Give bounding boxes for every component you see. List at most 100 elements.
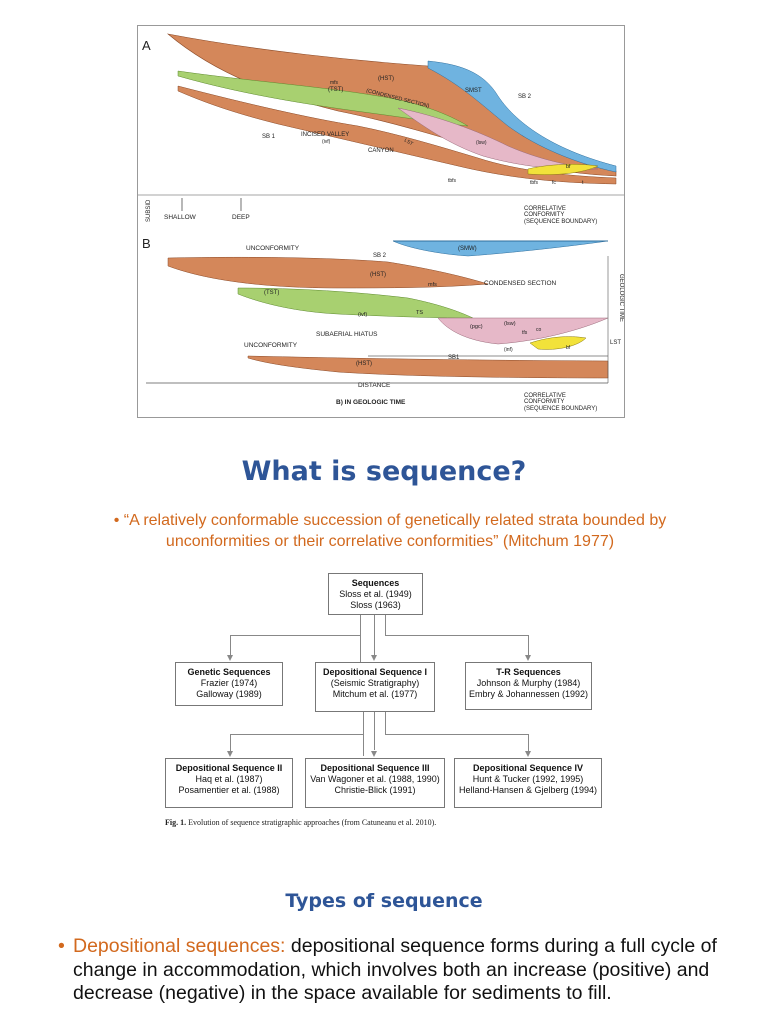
label-tst-a: (TST)	[328, 87, 343, 93]
connector	[230, 734, 231, 751]
connector	[374, 615, 375, 657]
section-subtitle: Types of sequence	[285, 890, 483, 912]
label-bf-b: bf	[566, 345, 571, 351]
arrow-down-icon	[525, 655, 531, 661]
label-unconformity-2: UNCONFORMITY	[244, 342, 298, 349]
flow-box-genetic-sequences: Genetic Sequences Frazier (1974) Gallowa…	[175, 662, 283, 706]
connector	[230, 635, 361, 636]
connector	[385, 635, 528, 636]
flow-box-title: T-R Sequences	[496, 667, 561, 677]
definition-quote: • “A relatively conformable succession o…	[70, 510, 710, 552]
label-tst-b: (TST)	[264, 290, 279, 296]
flow-box-line: Sloss et al. (1949)	[339, 589, 412, 599]
flow-box-title: Depositional Sequence I	[322, 667, 428, 677]
flow-box-line: Van Wagoner et al. (1988, 1990)	[310, 774, 440, 784]
label-bf-a: bf	[566, 164, 571, 170]
sequence-flowchart: Sequences Sloss et al. (1949) Sloss (196…	[160, 568, 610, 838]
label-shallow: SHALLOW	[164, 214, 197, 221]
label-mfs-a: mfs	[330, 80, 339, 86]
bullet-lead: Depositional sequences:	[73, 935, 286, 957]
corr-top-line-3: (SEQUENCE BOUNDARY)	[524, 219, 597, 225]
hst-strata-b	[167, 256, 489, 289]
label-t-a: t	[582, 180, 584, 186]
connector	[528, 734, 529, 751]
flow-box-line: Hunt & Tucker (1992, 1995)	[472, 774, 584, 784]
label-pgc-b: (pgc)	[470, 324, 483, 330]
label-lsw-b: (lsw)	[504, 321, 516, 327]
flow-box-title: Genetic Sequences	[187, 667, 271, 677]
caption-label: Fig. 1.	[165, 818, 187, 827]
bullet-body: Depositional sequences: depositional seq…	[73, 935, 718, 1006]
flow-box-line: Christie-Blick (1991)	[334, 785, 416, 795]
flow-box-title: Depositional Sequence II	[175, 763, 283, 773]
smw-strata-b	[392, 240, 609, 257]
lsw-strata-a	[397, 107, 599, 170]
lower-hst-strata-b	[247, 355, 609, 379]
label-hst-a: (HST)	[378, 76, 394, 82]
caption-text: Evolution of sequence stratigraphic appr…	[188, 818, 437, 827]
connector	[385, 734, 528, 735]
corr-bottom-line-2: CONFORMITY	[524, 399, 564, 405]
flow-box-line: Haq et al. (1987)	[195, 774, 263, 784]
label-ts-b: TS	[416, 310, 423, 316]
arrow-down-icon	[371, 751, 377, 757]
label-inf-b: (inf)	[504, 347, 513, 353]
basin-floor-fan-b	[529, 336, 587, 350]
corr-bottom-line-1: CORRELATIVE	[524, 393, 566, 399]
label-mfs-b: mfs	[428, 282, 437, 288]
label-lst-a: LST	[403, 138, 414, 148]
panel-a-label: A	[142, 38, 151, 53]
label-geologic-time: GEOLOGIC TIME	[618, 274, 624, 322]
flow-box-depositional-sequence-3: Depositional Sequence III Van Wagoner et…	[305, 758, 445, 808]
label-tbfs-left: tbfs	[448, 178, 457, 184]
panel-b-label: B	[142, 236, 151, 251]
arrow-down-icon	[525, 751, 531, 757]
quote-bullet: •	[113, 512, 120, 529]
label-distance: DISTANCE	[358, 382, 391, 389]
label-condensed-b: CONDENSED SECTION	[484, 280, 557, 287]
flowchart-caption: Fig. 1. Evolution of sequence stratigrap…	[165, 818, 436, 827]
quote-text: “A relatively conformable succession of …	[123, 512, 667, 550]
connector	[230, 734, 364, 735]
flow-box-depositional-sequence-2: Depositional Sequence II Haq et al. (198…	[165, 758, 293, 808]
bullet-depositional-sequences: • Depositional sequences: depositional s…	[58, 935, 718, 1006]
connector	[374, 712, 375, 750]
label-incised-valley: INCISED VALLEY	[301, 132, 349, 138]
connector	[528, 635, 529, 655]
label-sb2-a: SB 2	[518, 94, 532, 100]
basin-floor-fan-a	[527, 164, 599, 175]
label-lsw-a: (lsw)	[476, 140, 487, 146]
flow-box-line: Galloway (1989)	[196, 689, 262, 699]
connector	[230, 635, 231, 655]
flow-box-line: Helland-Hansen & Gjelberg (1994)	[458, 785, 598, 795]
label-smw-b: (SMW)	[458, 246, 477, 252]
label-smst-a: SMST	[465, 88, 482, 94]
flow-box-line: Frazier (1974)	[200, 678, 258, 688]
flow-box-title: Depositional Sequence III	[320, 763, 430, 773]
bullet-dot: •	[58, 935, 65, 957]
label-subsid: SUBSID	[146, 199, 152, 222]
sequence-stratigraphy-figure: A (HST) (TST) mfs (CONDENSED SECTION) SM…	[137, 25, 625, 418]
flow-box-sequences: Sequences Sloss et al. (1949) Sloss (196…	[328, 573, 423, 615]
label-ivf-a: (ivf)	[322, 139, 331, 145]
label-canyon: CANYON	[368, 148, 394, 154]
label-tfs-b: tfs	[522, 330, 528, 336]
connector	[385, 712, 386, 734]
label-subaerial-hiatus: SUBAERIAL HIATUS	[316, 331, 378, 338]
flow-box-line: Johnson & Murphy (1984)	[476, 678, 581, 688]
flow-box-depositional-sequence-1: Depositional Sequence I (Seismic Stratig…	[315, 662, 435, 712]
smst-strata-a	[427, 60, 617, 173]
label-unconformity-1: UNCONFORMITY	[246, 245, 300, 252]
flow-box-title: Sequences	[351, 578, 400, 588]
flow-box-line: Embry & Johannessen (1992)	[468, 689, 589, 699]
stratigraphy-diagram: A (HST) (TST) mfs (CONDENSED SECTION) SM…	[138, 33, 624, 412]
label-ivf-b: (ivf)	[358, 312, 367, 318]
arrow-down-icon	[227, 655, 233, 661]
flow-box-line: (Seismic Stratigraphy)	[330, 678, 420, 688]
label-in-geologic-time: B) IN GEOLOGIC TIME	[336, 399, 406, 406]
corr-bottom-line-3: (SEQUENCE BOUNDARY)	[524, 406, 597, 412]
label-deep: DEEP	[232, 214, 250, 221]
label-co-b: co	[536, 327, 542, 333]
label-lst-b: LST	[610, 340, 621, 346]
flow-box-line: Posamentier et al. (1988)	[178, 785, 280, 795]
